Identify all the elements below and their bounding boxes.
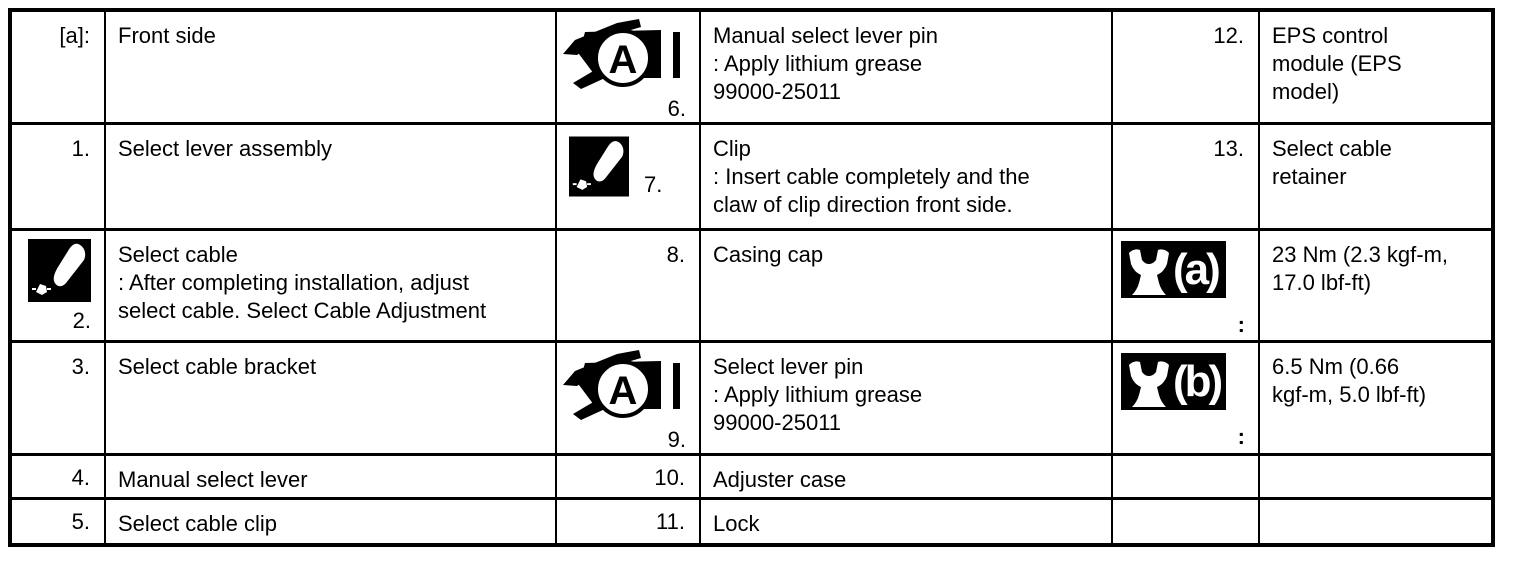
parts-legend-table: [a]: Front side A 6.: [8, 8, 1495, 547]
text-cell: EPS control module (EPS model): [1258, 8, 1494, 125]
item-13-text: Select cable retainer: [1272, 136, 1392, 189]
item-12-label: 12.: [1213, 23, 1244, 48]
table-row: 1. Select lever assembly 7.: [9, 122, 1494, 231]
label-cell: 4.: [9, 453, 106, 500]
item-13-label: 13.: [1213, 136, 1244, 161]
table-row: 5. Select cable clip 11. Lock: [9, 497, 1494, 546]
item-6-label: 6.: [667, 96, 686, 121]
item-10-label: 10.: [654, 465, 685, 490]
label-cell: 11.: [555, 497, 701, 546]
label-cell: 8.: [555, 228, 701, 343]
torque-a-colon: :: [1237, 312, 1245, 337]
text-cell: Casing cap: [699, 228, 1113, 343]
item-4-text: Manual select lever: [118, 467, 308, 492]
item-5-label: 5.: [71, 509, 90, 534]
torque-b-label: (b): [1173, 356, 1223, 406]
item-2-text: Select cable : After completing installa…: [118, 242, 487, 323]
item-10-text: Adjuster case: [713, 467, 847, 492]
text-cell: Lock: [699, 497, 1113, 546]
torque-wrench-icon: (b): [1121, 353, 1226, 410]
text-cell: Select lever pin : Apply lithium grease …: [699, 340, 1113, 456]
table-row: [a]: Front side A 6.: [9, 8, 1494, 125]
label-cell: (a) :: [1111, 228, 1260, 343]
item-9-label: 9.: [667, 427, 686, 452]
item-11-text: Lock: [713, 511, 760, 536]
torque-b-text: 6.5 Nm (0.66 kgf-m, 5.0 lbf-ft): [1272, 354, 1427, 407]
text-cell: Clip : Insert cable completely and the c…: [699, 122, 1113, 231]
empty-cell: [1258, 453, 1494, 500]
item-7-text: Clip : Insert cable completely and the c…: [713, 136, 1030, 217]
torque-a-label: (a): [1173, 244, 1221, 294]
item-1-text: Select lever assembly: [118, 136, 332, 161]
text-cell: Manual select lever: [104, 453, 557, 500]
text-cell: Select cable clip: [104, 497, 557, 546]
text-cell: Adjuster case: [699, 453, 1113, 500]
empty-cell: [1111, 497, 1260, 546]
text-cell: 6.5 Nm (0.66 kgf-m, 5.0 lbf-ft): [1258, 340, 1494, 456]
label-cell: 7.: [555, 122, 701, 231]
text-cell: Manual select lever pin : Apply lithium …: [699, 8, 1113, 125]
grease-gun-icon: A: [563, 19, 680, 89]
text-cell: 23 Nm (2.3 kgf-m, 17.0 lbf-ft): [1258, 228, 1494, 343]
torque-b-colon: :: [1237, 424, 1245, 449]
label-cell: 12.: [1111, 8, 1260, 125]
table-row: 4. Manual select lever 10. Adjuster case: [9, 453, 1494, 500]
empty-cell: [1258, 497, 1494, 546]
text-cell: Select cable : After completing installa…: [104, 228, 557, 343]
item-12-text: EPS control module (EPS model): [1272, 23, 1402, 104]
grease-letter: A: [609, 369, 638, 413]
item-4-label: 4.: [71, 465, 90, 490]
label-cell: [a]:: [9, 8, 106, 125]
item-8-label: 8.: [666, 242, 685, 267]
label-cell: A 6.: [555, 8, 701, 125]
label-cell: A 9.: [555, 340, 701, 456]
label-cell: 1.: [9, 122, 106, 231]
torque-a-text: 23 Nm (2.3 kgf-m, 17.0 lbf-ft): [1272, 242, 1449, 295]
item-7-label: 7.: [644, 172, 663, 197]
label-cell: 10.: [555, 453, 701, 500]
label-cell: 5.: [9, 497, 106, 546]
text-cell: Select cable bracket: [104, 340, 557, 456]
text-cell: Select cable retainer: [1258, 122, 1494, 231]
text-cell: Front side: [104, 8, 557, 125]
grease-gun-icon: A: [563, 350, 680, 420]
wrench-glyph: [1129, 249, 1169, 295]
item-11-label: 11.: [656, 509, 685, 534]
label-cell: 13.: [1111, 122, 1260, 231]
item-3-text: Select cable bracket: [118, 354, 317, 379]
table-row: 3. Select cable bracket A 9.: [9, 340, 1494, 456]
item-1-label: 1.: [71, 136, 90, 161]
item-a-label: [a]:: [59, 23, 90, 48]
item-6-text: Manual select lever pin : Apply lithium …: [713, 23, 939, 104]
wrench-glyph: [1129, 361, 1169, 407]
grease-letter: A: [609, 38, 638, 82]
table-row: 2. Select cable : After completing insta…: [9, 228, 1494, 343]
caution-icon: [28, 239, 91, 302]
label-cell: 3.: [9, 340, 106, 456]
label-cell: (b) :: [1111, 340, 1260, 456]
caution-icon: [569, 136, 629, 197]
item-5-text: Select cable clip: [118, 511, 277, 536]
label-cell: 2.: [9, 228, 106, 343]
item-9-text: Select lever pin : Apply lithium grease …: [713, 354, 923, 435]
empty-cell: [1111, 453, 1260, 500]
item-8-text: Casing cap: [713, 242, 824, 267]
item-2-label: 2.: [72, 308, 91, 333]
text-cell: Select lever assembly: [104, 122, 557, 231]
item-a-text: Front side: [118, 23, 216, 48]
torque-wrench-icon: (a): [1121, 241, 1226, 298]
item-3-label: 3.: [71, 354, 90, 379]
